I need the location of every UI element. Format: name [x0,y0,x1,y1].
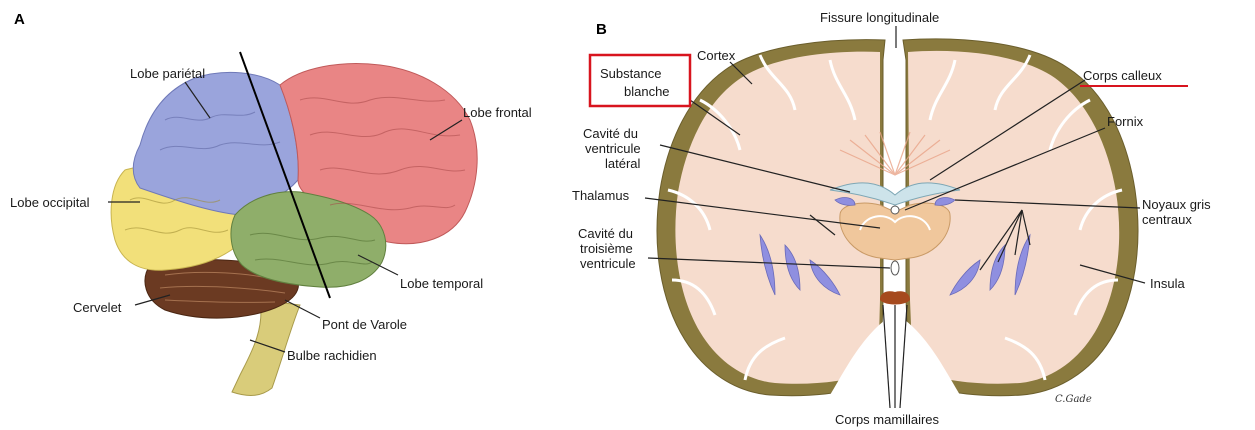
label-ventricule-2: ventricule [580,256,636,271]
label-centraux: centraux [1142,212,1192,227]
label-blanche: blanche [624,84,670,99]
label-substance: Substance [600,66,661,81]
panel-a-letter: A [14,11,25,28]
panel-a: A [10,11,532,395]
panel-b: B [572,10,1211,427]
artist-signature: C.Gade [1055,394,1092,405]
panel-b-letter: B [596,21,607,38]
label-cervelet: Cervelet [73,300,122,315]
label-lobe-frontal: Lobe frontal [463,105,532,120]
label-lobe-temporal: Lobe temporal [400,276,483,291]
label-insula: Insula [1150,276,1185,291]
fornix [891,206,899,214]
label-cavite-du-2: Cavité du [578,226,633,241]
label-troisieme: troisième [580,241,633,256]
label-lobe-parietal: Lobe pariétal [130,66,205,81]
mamillary-bodies [880,291,910,304]
label-fornix: Fornix [1107,114,1144,129]
label-pont-de-varole: Pont de Varole [322,317,407,332]
label-fissure-longitudinale: Fissure longitudinale [820,10,939,25]
label-bulbe-rachidien: Bulbe rachidien [287,348,377,363]
label-lateral: latéral [605,156,641,171]
label-noyaux-gris: Noyaux gris [1142,197,1211,212]
label-lobe-occipital: Lobe occipital [10,195,90,210]
label-corps-calleux: Corps calleux [1083,68,1162,83]
label-cavite-du-1: Cavité du [583,126,638,141]
third-ventricle [891,261,899,275]
label-cortex: Cortex [697,48,736,63]
label-thalamus: Thalamus [572,188,630,203]
label-corps-mamillaires: Corps mamillaires [835,412,940,427]
label-ventricule-1: ventricule [585,141,641,156]
